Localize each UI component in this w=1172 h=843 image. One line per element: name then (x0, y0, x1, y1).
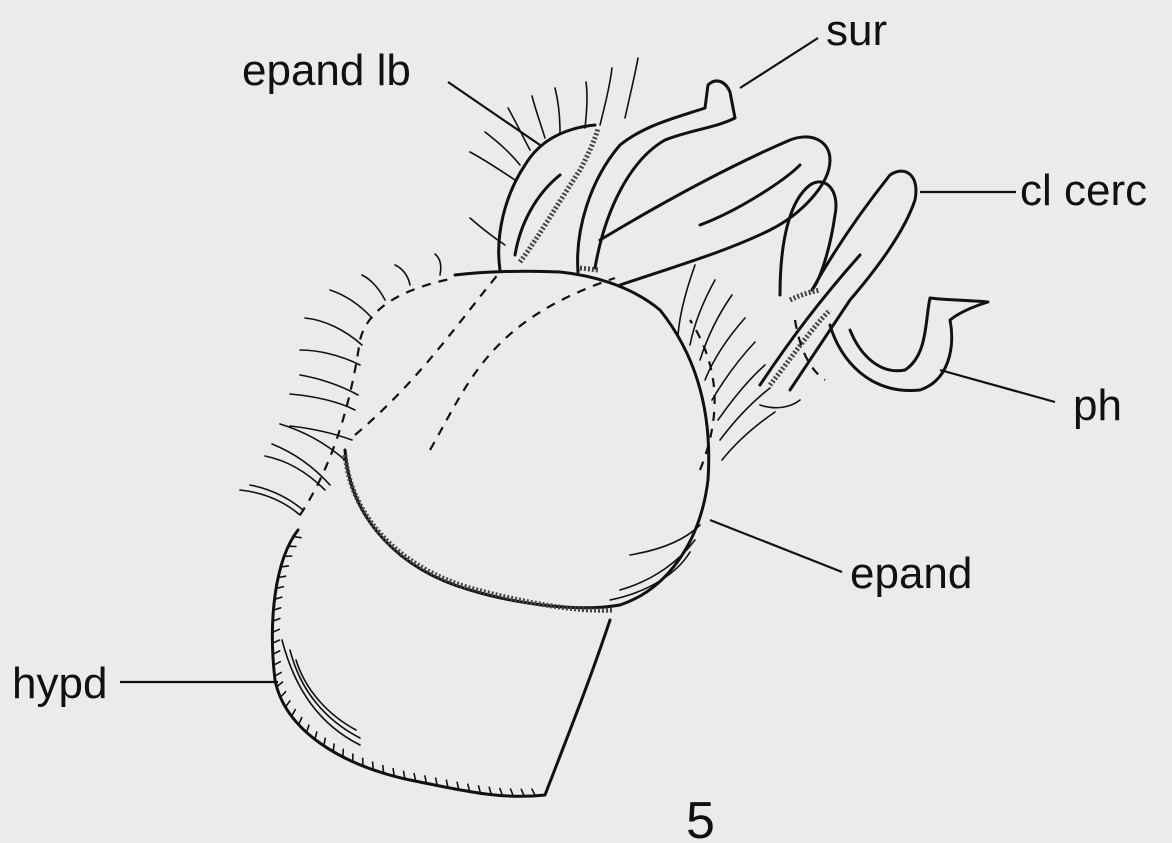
label-epand-lb: epand lb (242, 46, 411, 95)
label-sur: sur (826, 6, 887, 55)
hypandrium-spine (324, 738, 325, 745)
hypandrium-spine (281, 566, 289, 567)
figure-number: 5 (686, 792, 715, 843)
hypandrium-spine (315, 732, 317, 739)
hypandrium-spine (343, 749, 344, 757)
ph-leader (940, 370, 1055, 402)
hypandrium-spine (285, 701, 289, 707)
label-ph: ph (1073, 381, 1122, 430)
hypandrium-spine (293, 537, 301, 538)
hypandrium-spine (280, 692, 285, 698)
label-cl-cerc: cl cerc (1020, 166, 1147, 215)
hypandrium-spine (333, 744, 334, 752)
label-hypd: hypd (12, 659, 107, 708)
epand-leader (710, 520, 842, 572)
hypandrium-spine (393, 769, 394, 777)
cercal-lobe-shape (600, 137, 916, 390)
hypandrium-spine (383, 766, 384, 774)
sur-leader (740, 38, 818, 88)
epandrial-lobe-shape (470, 58, 638, 270)
hypandrium-spine (373, 762, 374, 770)
left-setae (240, 254, 441, 515)
hypandrium-shape (272, 530, 610, 796)
epand-lb-leader (448, 82, 540, 145)
epandrium-shape (300, 271, 715, 610)
hypandrium-spine (299, 718, 302, 725)
label-epand: epand (850, 549, 972, 598)
hypandrium-spine (292, 710, 296, 717)
hypandrium-spine (306, 725, 308, 732)
right-setae (678, 265, 800, 460)
